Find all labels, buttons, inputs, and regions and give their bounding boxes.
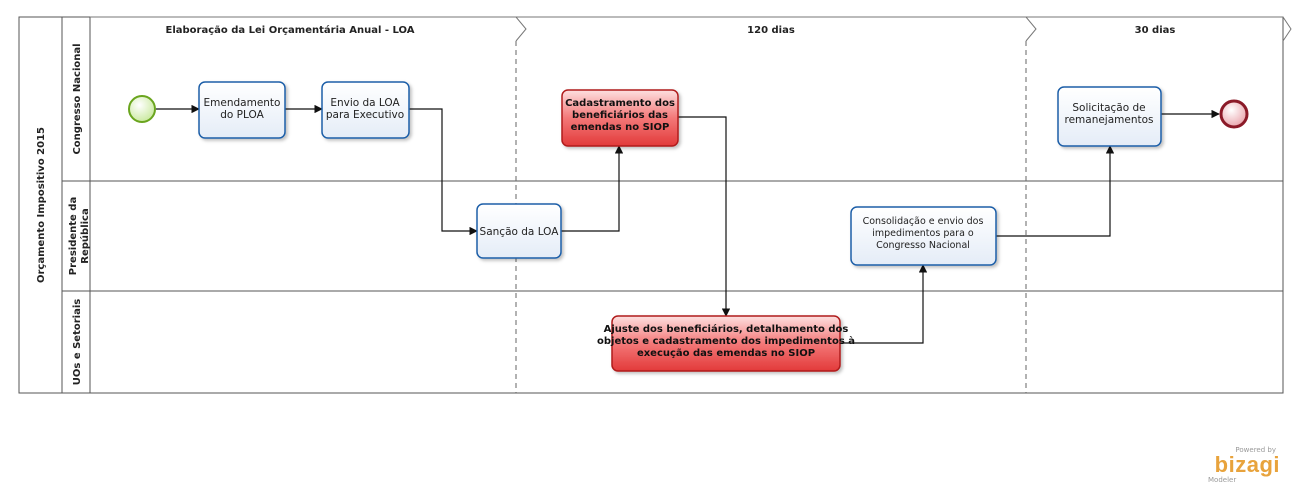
text-line: Envio da LOA xyxy=(330,97,400,109)
flow-sancao-cadastramento xyxy=(561,145,624,232)
phase-header xyxy=(90,16,1292,42)
lane-label-presidente: Presidente daRepública xyxy=(68,197,91,275)
text-line: impedimentos para o xyxy=(872,228,974,239)
flow-consolidacao-solicitacao xyxy=(996,145,1115,237)
pool-label: Orçamento Impositivo 2015 xyxy=(36,127,47,283)
text-line: Solicitação de xyxy=(1072,102,1145,114)
lane-label-congresso: Congresso Nacional xyxy=(72,43,83,154)
text-line: objetos e cadastramento dos impedimentos… xyxy=(597,335,855,347)
phase-label-loa: Elaboração da Lei Orçamentária Anual - L… xyxy=(166,24,415,36)
text-line: beneficiários das xyxy=(572,109,668,121)
flow-cadastramento-ajuste xyxy=(678,116,731,317)
logo-product: Modeler xyxy=(1208,476,1237,484)
end-event[interactable] xyxy=(1219,99,1249,129)
text-line: Consolidação e envio dos xyxy=(863,216,984,227)
text-line: Cadastramento dos xyxy=(565,98,675,109)
text-line: Congresso Nacional xyxy=(876,240,970,251)
logo-brand: bizagi xyxy=(1214,452,1280,477)
text-line: emendas no SIOP xyxy=(571,122,670,133)
text-line: República xyxy=(79,208,91,263)
text-line: Ajuste dos beneficiários, detalhamento d… xyxy=(604,323,849,335)
task-label: Ajuste dos beneficiários, detalhamento d… xyxy=(597,323,855,359)
lane-label-uos: UOs e Setoriais xyxy=(72,299,83,385)
text-line: Presidente da xyxy=(68,197,79,275)
text-line: Emendamento xyxy=(204,97,281,109)
flow-ajuste-consolidacao xyxy=(840,264,928,344)
phase-label-30-dias: 30 dias xyxy=(1135,25,1176,36)
flow-envio-sancao xyxy=(409,108,478,236)
text-line: Sanção da LOA xyxy=(480,226,560,238)
start-event[interactable] xyxy=(128,95,156,123)
text-line: para Executivo xyxy=(326,109,404,121)
phase-label-120-dias: 120 dias xyxy=(747,25,795,36)
sequence-flows xyxy=(156,104,1220,344)
bizagi-logo: Powered by bizagi Modeler xyxy=(1200,446,1280,488)
task-label: Sanção da LOA xyxy=(480,226,560,238)
task-ajuste[interactable]: Ajuste dos beneficiários, detalhamento d… xyxy=(597,315,855,372)
text-line: do PLOA xyxy=(220,109,264,121)
text-line: remanejamentos xyxy=(1064,114,1153,126)
text-line: execução das emendas no SIOP xyxy=(637,348,815,359)
logo-powered-by: Powered by xyxy=(1235,446,1276,454)
task-sancao-loa[interactable]: Sanção da LOA xyxy=(476,203,562,259)
